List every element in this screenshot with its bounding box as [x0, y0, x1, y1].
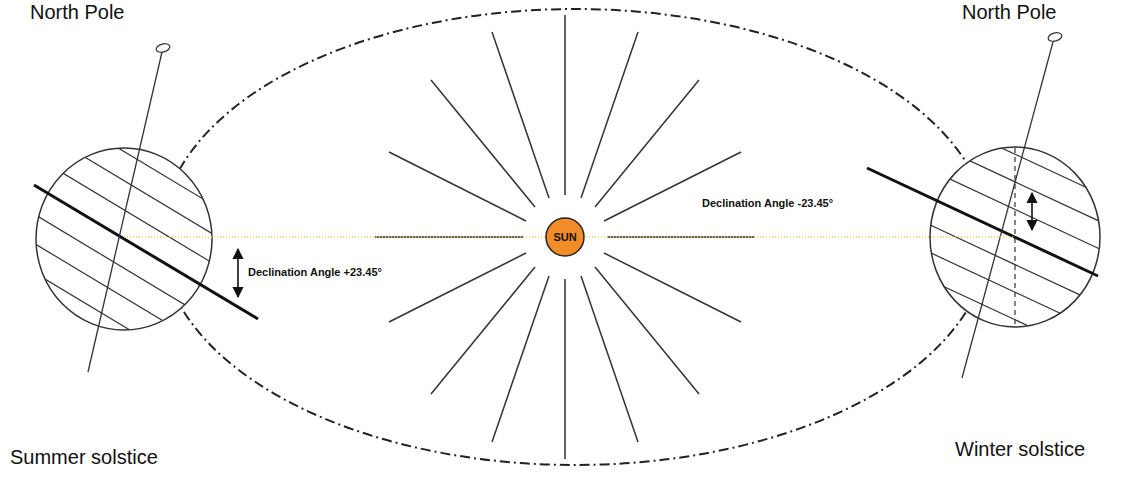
orbit-path: [161, 9, 989, 465]
earth-summer: [0, 42, 274, 372]
pole-label: North Pole: [28, 1, 127, 23]
equator-line: [867, 168, 1098, 276]
equator-line: [34, 185, 258, 319]
earth-axis: [962, 42, 1053, 378]
earth-winter: [865, 31, 1126, 378]
declination-arrow: [1031, 193, 1033, 230]
declination-label: Declination Angle +23.45°: [246, 266, 384, 278]
declination-arrow: [237, 249, 239, 297]
season-label: Winter solstice: [953, 438, 1087, 460]
pole-label: North Pole: [960, 1, 1059, 23]
earth-axis: [88, 52, 162, 372]
sun-circle: SUN: [545, 217, 585, 257]
season-label: Summer solstice: [8, 446, 160, 468]
node-text: SUN: [553, 231, 576, 243]
declination-label: Declination Angle -23.45°: [700, 197, 835, 209]
